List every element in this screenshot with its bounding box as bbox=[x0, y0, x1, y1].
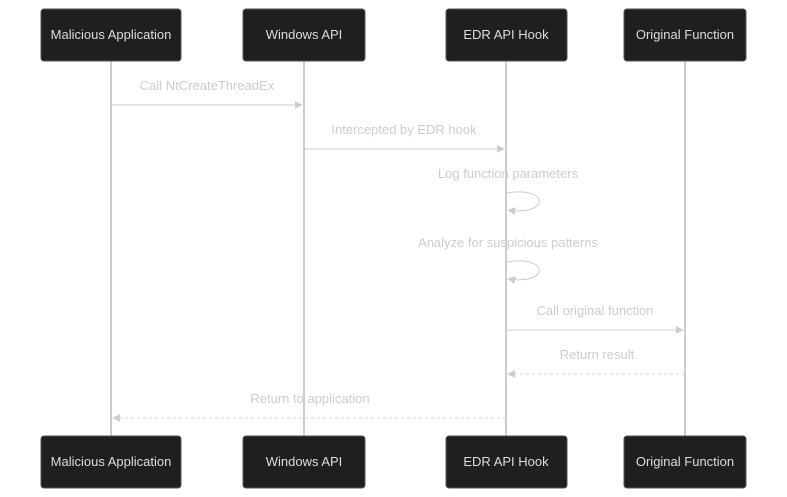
actor-label: EDR API Hook bbox=[463, 454, 549, 469]
message-call-original-function: Call original function bbox=[506, 303, 684, 334]
actor-original-function-bottom: Original Function bbox=[623, 435, 747, 489]
actors-top: Malicious Application Windows API EDR AP… bbox=[40, 8, 747, 62]
actor-label: Windows API bbox=[266, 454, 343, 469]
message-log-function-parameters: Log function parameters bbox=[438, 166, 579, 215]
message-label: Intercepted by EDR hook bbox=[331, 122, 477, 137]
message-analyze-for-suspicious-patterns: Analyze for suspicious patterns bbox=[418, 235, 598, 284]
actor-label: Malicious Application bbox=[51, 454, 172, 469]
message-label: Analyze for suspicious patterns bbox=[418, 235, 598, 250]
self-message-arrow bbox=[505, 260, 540, 284]
message-return-result: Return result bbox=[507, 347, 685, 378]
messages: Call NtCreateThreadEx Intercepted by EDR… bbox=[111, 78, 685, 422]
actor-label: EDR API Hook bbox=[463, 27, 549, 42]
actor-malicious-application-top: Malicious Application bbox=[40, 8, 182, 62]
actor-label: Windows API bbox=[266, 27, 343, 42]
actor-label: Malicious Application bbox=[51, 27, 172, 42]
lifelines bbox=[110, 61, 686, 436]
self-message-arrow bbox=[505, 191, 540, 215]
message-label: Call NtCreateThreadEx bbox=[140, 78, 275, 93]
actor-label: Original Function bbox=[636, 27, 734, 42]
message-call-ntcreatethreadex: Call NtCreateThreadEx bbox=[111, 78, 303, 109]
actor-edr-api-hook-bottom: EDR API Hook bbox=[445, 435, 568, 489]
actor-original-function-top: Original Function bbox=[623, 8, 747, 62]
message-label: Return result bbox=[560, 347, 635, 362]
message-label: Return to application bbox=[250, 391, 369, 406]
actor-malicious-application-bottom: Malicious Application bbox=[40, 435, 182, 489]
actor-edr-api-hook-top: EDR API Hook bbox=[445, 8, 568, 62]
actors-bottom: Malicious Application Windows API EDR AP… bbox=[40, 435, 747, 489]
message-return-to-application: Return to application bbox=[112, 391, 506, 422]
actor-windows-api-bottom: Windows API bbox=[242, 435, 366, 489]
message-label: Call original function bbox=[536, 303, 653, 318]
actor-windows-api-top: Windows API bbox=[242, 8, 366, 62]
message-intercepted-by-edr-hook: Intercepted by EDR hook bbox=[304, 122, 505, 153]
message-label: Log function parameters bbox=[438, 166, 579, 181]
actor-label: Original Function bbox=[636, 454, 734, 469]
